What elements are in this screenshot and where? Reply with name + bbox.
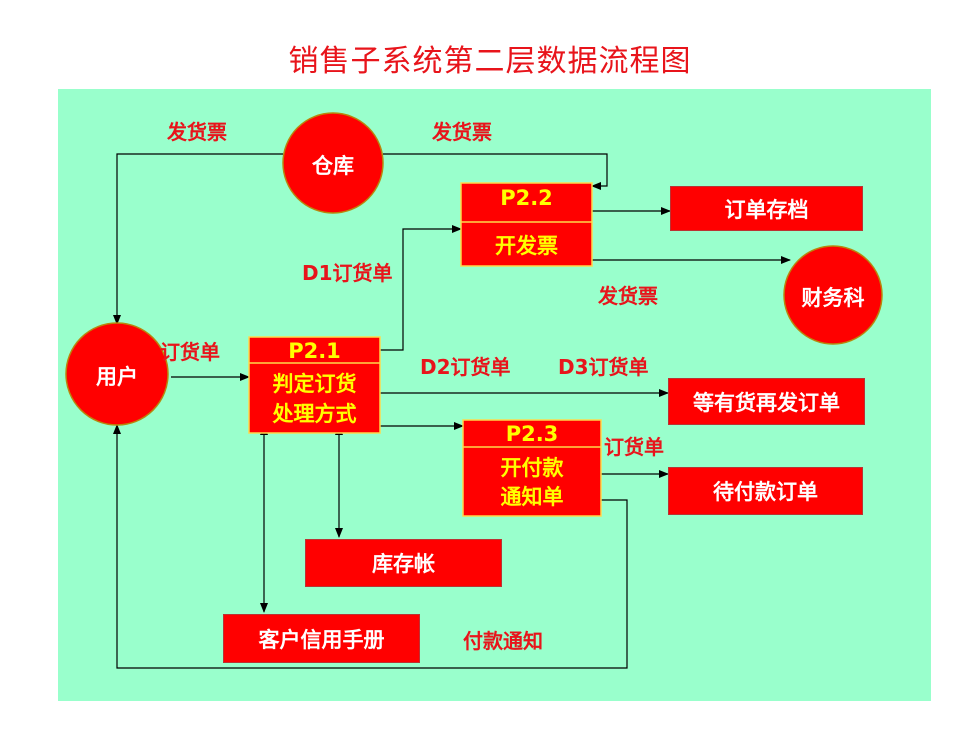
store-customer-credit-book: 客户信用手册 bbox=[223, 614, 420, 663]
flow-label-order-p23: 订货单 bbox=[604, 435, 664, 459]
warehouse-label: 仓库 bbox=[312, 154, 354, 178]
p21-name-line2: 处理方式 bbox=[272, 402, 357, 426]
flow-label-invoice-left: 发货票 bbox=[167, 120, 227, 144]
flow-label-payment-notice: 付款通知 bbox=[463, 629, 543, 653]
flow-warehouse-to-user bbox=[113, 153, 283, 325]
store-inventory-ledger: 库存帐 bbox=[305, 539, 502, 587]
p23-name-line1: 开付款 bbox=[500, 456, 564, 480]
p21-id: P2.1 bbox=[288, 339, 341, 363]
p23-id: P2.3 bbox=[505, 422, 559, 446]
page-title: 销售子系统第二层数据流程图 bbox=[288, 44, 692, 79]
user-label: 用户 bbox=[96, 365, 138, 389]
flow-label-d2: D2订货单 bbox=[420, 355, 511, 379]
entity-warehouse bbox=[282, 112, 384, 214]
flow-label-invoice-top: 发货票 bbox=[432, 120, 492, 144]
p21-name-line1: 判定订货 bbox=[272, 372, 357, 396]
store-order-archive: 订单存档 bbox=[670, 186, 863, 231]
p23-name-line2: 通知单 bbox=[500, 485, 564, 509]
p22-name: 开发票 bbox=[495, 234, 558, 258]
flow-warehouse-to-p22 bbox=[383, 153, 608, 190]
p22-id: P2.2 bbox=[500, 186, 553, 210]
entity-finance bbox=[783, 245, 883, 345]
store-pending-payment-orders: 待付款订单 bbox=[668, 467, 863, 515]
flow-label-order-user: 订货单 bbox=[160, 340, 220, 364]
finance-label: 财务科 bbox=[801, 286, 865, 310]
process-p21 bbox=[248, 336, 381, 434]
process-p23 bbox=[462, 419, 602, 517]
process-p22 bbox=[460, 182, 593, 267]
flow-p23-to-user bbox=[113, 424, 628, 669]
flow-label-d3: D3订货单 bbox=[558, 355, 649, 379]
flow-label-invoice-finance: 发货票 bbox=[598, 284, 658, 308]
entity-user bbox=[65, 322, 169, 426]
flow-p21-to-p22 bbox=[380, 225, 462, 351]
flow-label-d1: D1订货单 bbox=[302, 261, 393, 285]
store-wait-goods-orders: 等有货再发订单 bbox=[668, 378, 865, 425]
